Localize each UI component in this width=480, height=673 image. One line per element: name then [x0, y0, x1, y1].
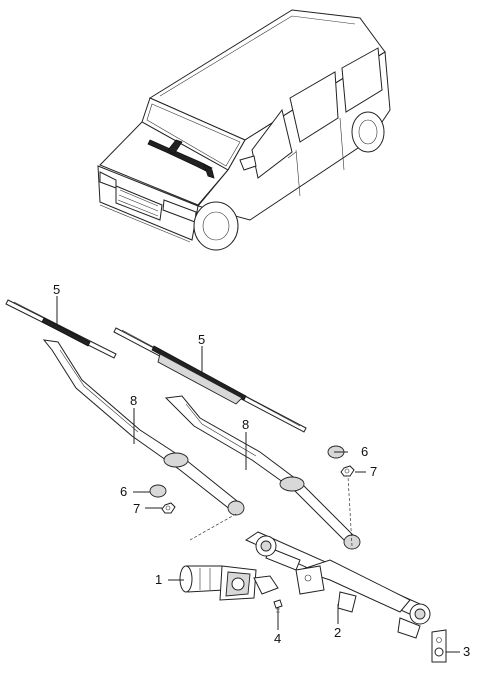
- callout-wiper-motor: 1: [155, 572, 162, 587]
- callout-bracket: 3: [463, 644, 470, 659]
- callout-cap-right: 6: [361, 444, 368, 459]
- callout-wiper-arm-right: 8: [242, 417, 249, 432]
- wiper-motor: [179, 565, 279, 601]
- wiper-blade-right: [113, 327, 307, 433]
- cap-left: [149, 484, 167, 498]
- wiper-arm-right: [164, 395, 361, 550]
- bracket: [431, 629, 447, 663]
- bolt: [273, 599, 283, 616]
- wiper-arm-left: [42, 339, 245, 516]
- callout-nut-right: 7: [370, 464, 377, 479]
- minivan-illustration: [97, 9, 391, 251]
- callout-labels: 5 5 8 8 6 7 6 7 1 4 2 3: [53, 282, 470, 659]
- nut-left: [161, 502, 176, 514]
- linkage: [244, 531, 431, 639]
- nut-right: [340, 465, 355, 477]
- callout-nut-left: 7: [133, 501, 140, 516]
- callout-wiper-blade-right: 5: [198, 332, 205, 347]
- callout-wiper-arm-left: 8: [130, 393, 137, 408]
- callout-cap-left: 6: [120, 484, 127, 499]
- wiper-blade-left: [5, 299, 117, 359]
- leader-lines: [56, 296, 460, 653]
- callout-wiper-blade-left: 5: [53, 282, 60, 297]
- callout-bolt: 4: [274, 631, 281, 646]
- callout-linkage: 2: [334, 625, 341, 640]
